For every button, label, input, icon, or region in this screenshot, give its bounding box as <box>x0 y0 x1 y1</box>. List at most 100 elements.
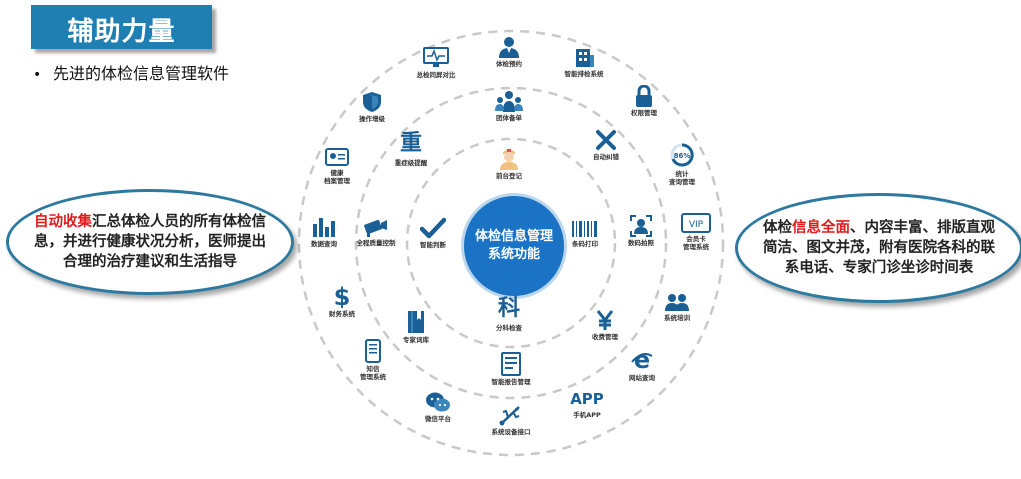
feature-front-desk: 前台登记 <box>469 146 549 180</box>
center-title-line1: 体检信息管理 <box>474 229 553 244</box>
building-icon <box>576 49 594 67</box>
left-callout-text: 汇总体检人员的所有体检信息，并进行健康状况分析，医师提出合理的治疗建议和生活指导 <box>34 214 266 270</box>
nurse-icon <box>500 149 518 170</box>
label: 微信平台 <box>425 415 451 423</box>
feature-finance: $ 财务系统 <box>302 284 382 318</box>
feature-wechat: 微信平台 <box>398 391 478 423</box>
label: 数据查询 <box>311 240 337 248</box>
center-core: 体检信息管理 系统功能 <box>461 193 567 299</box>
label: 健康 档案管理 <box>324 169 350 185</box>
yen-icon <box>596 310 614 330</box>
page-title: 辅助力量 <box>67 17 176 47</box>
svg-text:e: e <box>634 348 650 372</box>
title-banner: 辅助力量 <box>31 5 212 49</box>
phone-icon <box>365 339 381 363</box>
barcode-icon <box>572 221 597 237</box>
center-title-line2: 系统功能 <box>487 247 540 262</box>
feature-quality-control: 全程质量控制 <box>336 217 416 247</box>
label: 手机APP <box>573 411 601 419</box>
label: 智能报告管理 <box>491 378 531 386</box>
id-card-icon <box>325 148 349 166</box>
label: 体检预约 <box>496 60 522 68</box>
left-callout-highlight: 自动收集 <box>34 214 92 230</box>
lock-icon <box>636 85 652 107</box>
label: 专家词库 <box>403 336 429 344</box>
feature-permission: 权限管理 <box>604 85 684 117</box>
feature-web-query: e 网站查询 <box>602 348 682 382</box>
zhong-glyph-icon: 重 <box>399 131 422 156</box>
bullet-item: • 先进的体检信息管理软件 <box>33 60 229 84</box>
feature-auto-correct: 自动纠错 <box>566 129 646 161</box>
svg-text:VIP: VIP <box>689 220 704 230</box>
check-icon <box>420 217 446 239</box>
book-icon <box>408 311 424 333</box>
label: 知信 管理系统 <box>360 365 386 381</box>
bar-chart-icon <box>313 218 335 237</box>
feature-smart-judgment: 智能判断 <box>393 217 473 249</box>
label: 财务系统 <box>329 310 355 318</box>
feature-critical-alert: 重 重症级提醒 <box>371 131 451 167</box>
feature-checkup-booking: 体检预约 <box>469 36 549 68</box>
report-icon <box>501 352 521 376</box>
feature-health-records: 健康 档案管理 <box>297 147 377 185</box>
right-callout-highlight: 信息全面 <box>792 220 850 236</box>
dollar-icon: $ <box>334 284 351 308</box>
feature-statistics: 86% 统计 查询管理 <box>642 142 722 186</box>
feature-barcode-print: 条码打印 <box>545 220 625 248</box>
label: 网站查询 <box>629 374 655 382</box>
feature-group-order: 团体备单 <box>469 90 549 122</box>
middle-ring <box>354 86 668 400</box>
label: 前台登记 <box>496 172 522 180</box>
label: 权限管理 <box>631 109 657 117</box>
feature-mobile-app: APP 手机APP <box>547 389 627 419</box>
svg-text:86%: 86% <box>674 152 691 160</box>
vip-card-icon: VIP <box>681 213 711 233</box>
right-callout-text: 、内容丰富、排版直观简洁、图文并茂，附有医院各科的联系电话、专家门诊坐诊时间表 <box>763 220 995 276</box>
label: 系统培训 <box>664 314 690 322</box>
feature-member-card: VIP 会员卡 管理系统 <box>656 213 736 251</box>
feature-department-check: 科 分科检查 <box>469 296 549 332</box>
group-icon <box>495 91 523 112</box>
camera-icon <box>364 219 387 237</box>
inner-ring <box>405 137 617 349</box>
label: 总检同屏对比 <box>416 71 456 79</box>
label: 全程质量控制 <box>356 239 396 247</box>
feature-billing: 收费管理 <box>565 309 645 341</box>
label: 智能排检系统 <box>564 70 604 78</box>
feature-screen-compare: 总检同屏对比 <box>396 47 476 79</box>
feature-smart-scheduling: 智能排检系统 <box>544 46 624 78</box>
browser-e-icon: e <box>631 348 653 372</box>
feature-sms-system: 知信 管理系统 <box>333 339 413 381</box>
svg-text:$: $ <box>334 284 351 308</box>
ke-glyph-icon: 科 <box>497 296 520 321</box>
percent-gauge-icon: 86% <box>670 143 694 167</box>
x-mark-icon <box>596 130 616 150</box>
label: 统计 查询管理 <box>669 170 695 186</box>
feature-operation-level: 操作增级 <box>332 91 412 123</box>
label: 收费管理 <box>592 333 618 341</box>
doctor-icon <box>499 37 519 58</box>
bullet-dot: • <box>33 67 42 83</box>
label: 数码拍照 <box>628 239 654 247</box>
bullet-text: 先进的体检信息管理软件 <box>53 64 230 83</box>
left-callout: 自动收集汇总体检人员的所有体检信息，并进行健康状况分析，医师提出合理的治疗建议和… <box>6 189 294 295</box>
wechat-icon <box>426 392 450 412</box>
feature-expert-lexicon: 专家词库 <box>376 310 456 344</box>
shield-icon <box>363 92 381 112</box>
feature-report-management: 智能报告管理 <box>471 352 551 386</box>
label: 重症级提醒 <box>394 159 428 167</box>
label: 团体备单 <box>496 114 522 122</box>
usb-icon <box>499 406 520 426</box>
feature-photo: 数码拍照 <box>601 215 681 247</box>
label: 会员卡 管理系统 <box>683 235 709 251</box>
app-text-icon: APP <box>570 390 604 408</box>
right-callout-prefix: 体检 <box>763 220 792 236</box>
feature-data-query: 数据查询 <box>284 216 364 248</box>
label: 系统设备接口 <box>491 428 531 436</box>
portrait-icon <box>630 215 652 237</box>
people-icon <box>665 294 689 311</box>
feature-training: 系统培训 <box>637 292 717 322</box>
right-callout: 体检信息全面、内容丰富、排版直观简洁、图文并茂，附有医院各科的联系电话、专家门诊… <box>735 193 1021 303</box>
label: 自动纠错 <box>593 153 619 161</box>
